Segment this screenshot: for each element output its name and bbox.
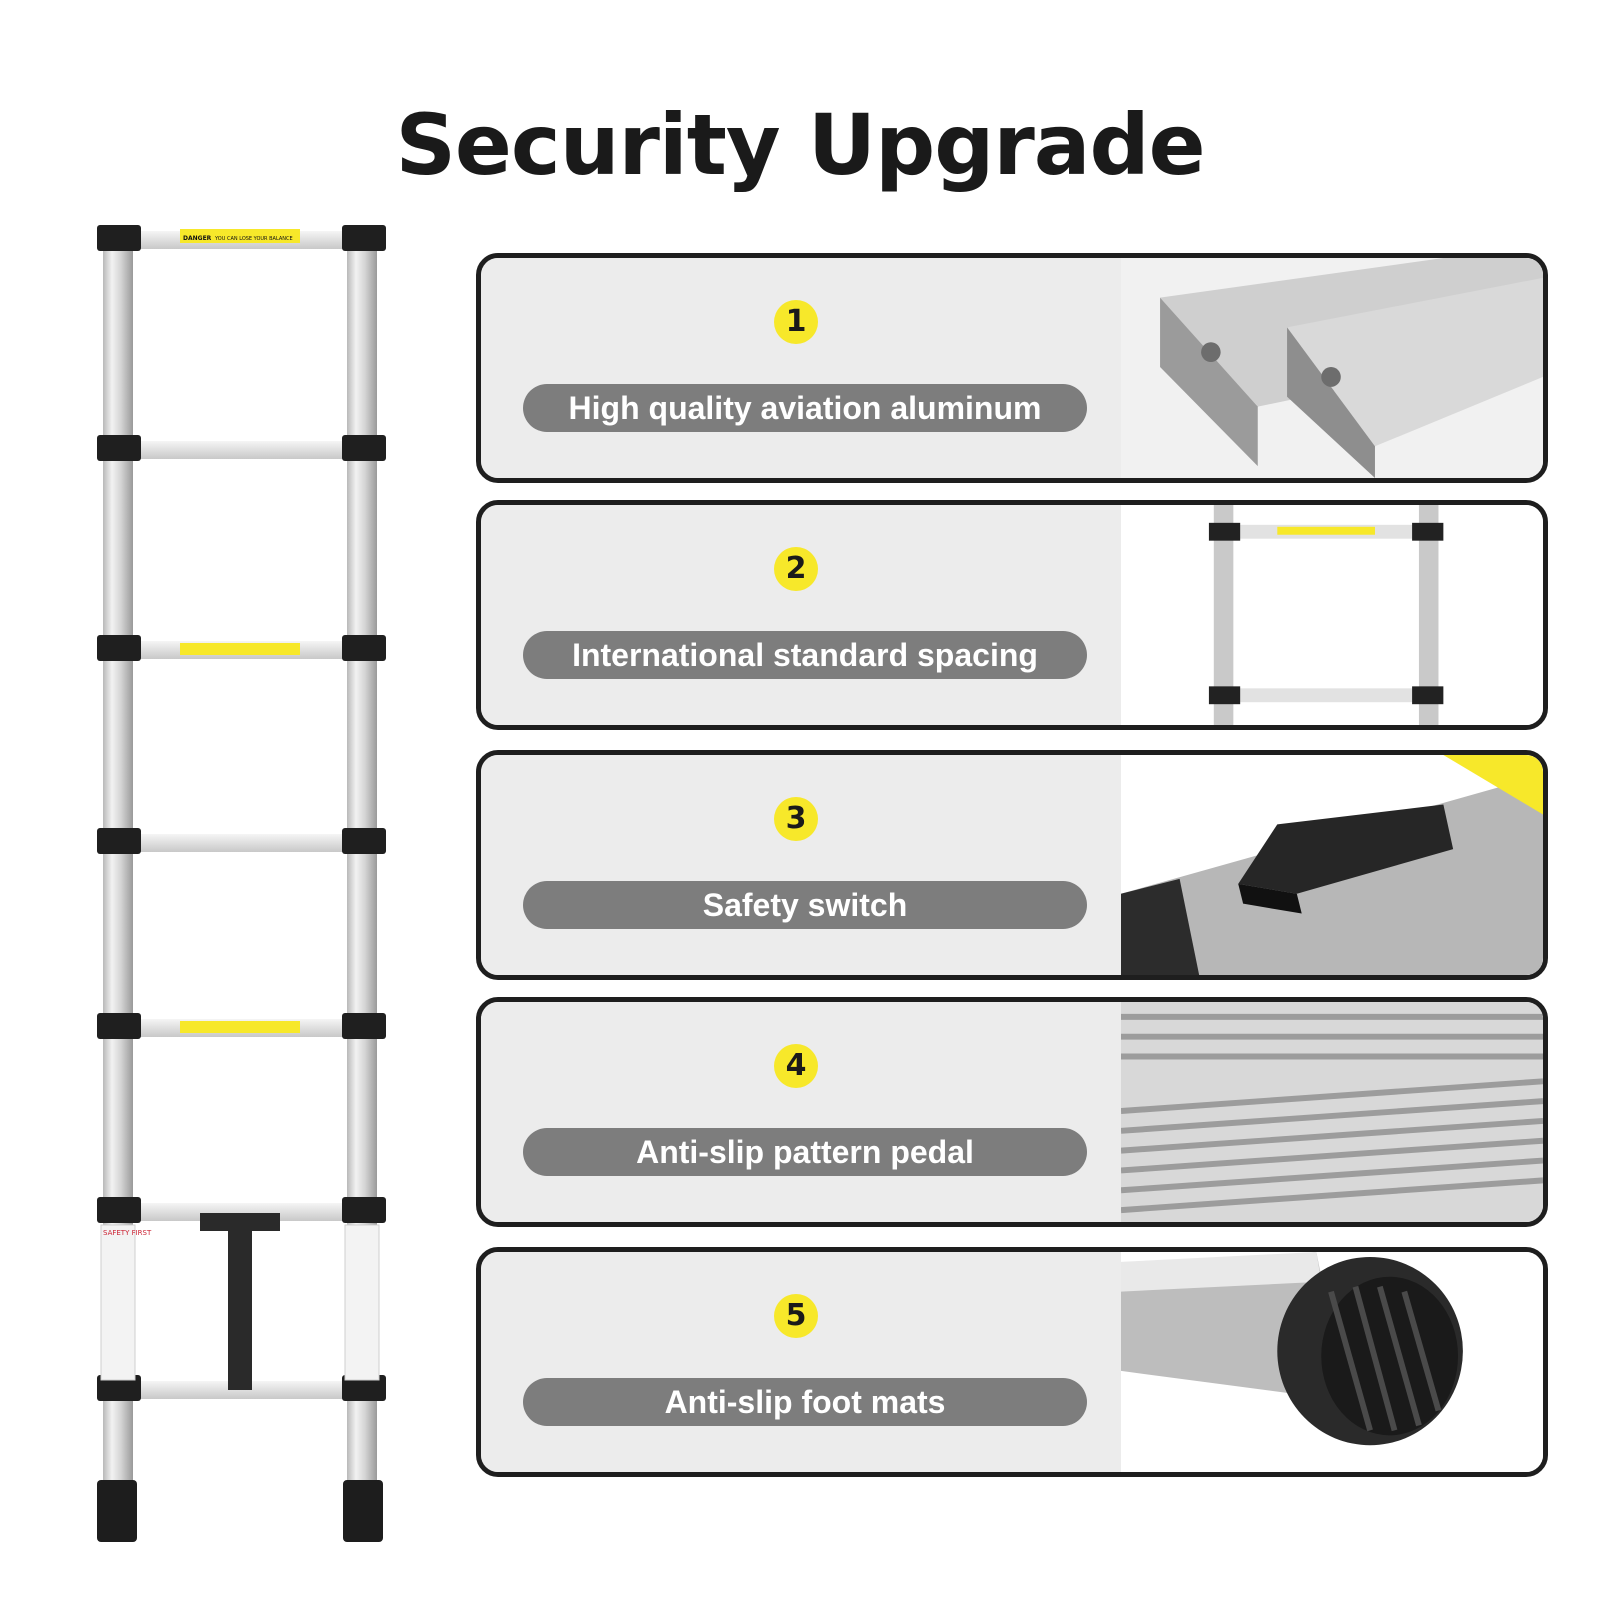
feature-card-2: 2 International standard spacing [476, 500, 1548, 730]
rung-end-cap [97, 1013, 141, 1039]
feature-number-badge: 4 [774, 1044, 818, 1088]
rung-end-cap [97, 635, 141, 661]
feature-card-5: 5 Anti-slip foot mats [476, 1247, 1548, 1477]
safety-switch-image [1121, 755, 1543, 975]
rung-end-cap [342, 435, 386, 461]
rung-end-cap [342, 1197, 386, 1223]
feature-number-badge: 1 [774, 300, 818, 344]
feature-label-pill: Anti-slip foot mats [523, 1378, 1087, 1426]
rung-end-cap [97, 1197, 141, 1223]
rung-end-cap [342, 828, 386, 854]
rung-warning-label [180, 643, 300, 655]
feature-number-badge: 5 [774, 1294, 818, 1338]
side-safety-label: SAFETY FIRST [103, 1229, 152, 1237]
ladder-spacing-image [1121, 505, 1543, 725]
rung-end-cap [342, 635, 386, 661]
danger-label: DANGER [183, 235, 212, 242]
feature-card-3: 3 Safety switch [476, 750, 1548, 980]
ladder-rung [130, 834, 350, 852]
danger-text: YOU CAN LOSE YOUR BALANCE [214, 236, 293, 242]
rung-end-cap [342, 225, 386, 251]
feature-label-pill: International standard spacing [523, 631, 1087, 679]
ladder-rung [130, 441, 350, 459]
rung-warning-label [180, 1021, 300, 1033]
rubber-foot-image [1121, 1252, 1543, 1472]
ladder-rung [130, 1203, 350, 1221]
page-title: Security Upgrade [395, 96, 1205, 194]
feature-number-badge: 2 [774, 547, 818, 591]
rung-end-cap [342, 1013, 386, 1039]
feature-label-pill: Anti-slip pattern pedal [523, 1128, 1087, 1176]
aluminum-profile-image [1121, 258, 1543, 478]
feature-number-badge: 3 [774, 797, 818, 841]
ribbed-pedal-image [1121, 1002, 1543, 1222]
rung-end-cap [97, 225, 141, 251]
telescopic-ladder-image: SAFETY FIRST DANGER YOU CAN LOSE YOUR BA… [95, 225, 395, 1555]
rung-end-cap [342, 1375, 386, 1401]
feature-label-pill: High quality aviation aluminum [523, 384, 1087, 432]
rung-end-cap [97, 1375, 141, 1401]
feature-label-pill: Safety switch [523, 881, 1087, 929]
rung-end-cap [97, 435, 141, 461]
feature-card-1: 1 High quality aviation aluminum [476, 253, 1548, 483]
rung-end-cap [97, 828, 141, 854]
feature-card-4: 4 Anti-slip pattern pedal [476, 997, 1548, 1227]
